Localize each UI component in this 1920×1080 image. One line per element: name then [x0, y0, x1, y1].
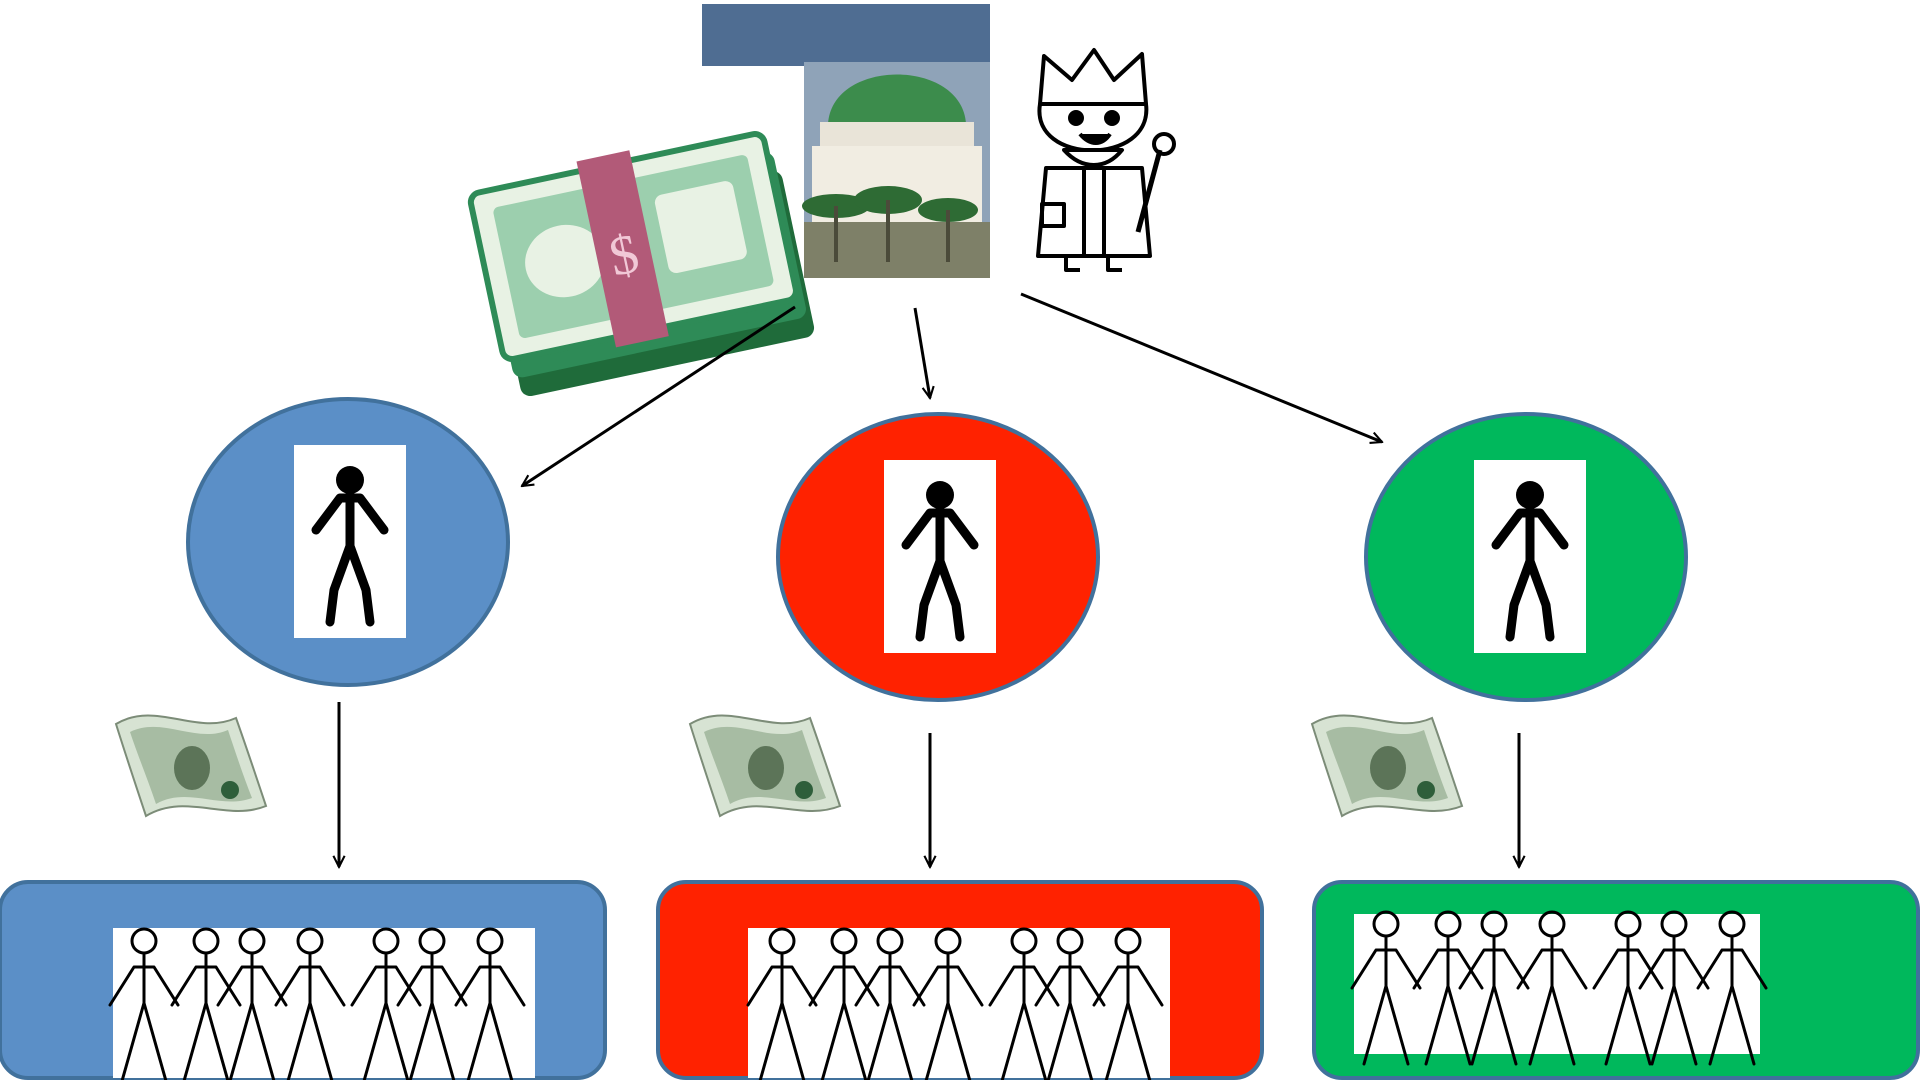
money-stack-icon: $: [467, 131, 815, 397]
arrow-icon: [522, 305, 796, 486]
group-green: [1311, 412, 1920, 1080]
arrow-icon: [1020, 292, 1382, 442]
dollar-bill-icon: [689, 714, 841, 817]
crowd-card: [748, 928, 1170, 1078]
group-blue: [0, 397, 607, 1080]
group-red: [656, 412, 1264, 1080]
parliament-building-icon: [702, 4, 990, 278]
crowd-card: [1354, 914, 1760, 1054]
dollar-bill-icon: [1311, 714, 1463, 817]
arrow-icon: [913, 307, 930, 398]
dollar-bill-icon: [115, 714, 267, 817]
king-icon: [1036, 48, 1176, 272]
